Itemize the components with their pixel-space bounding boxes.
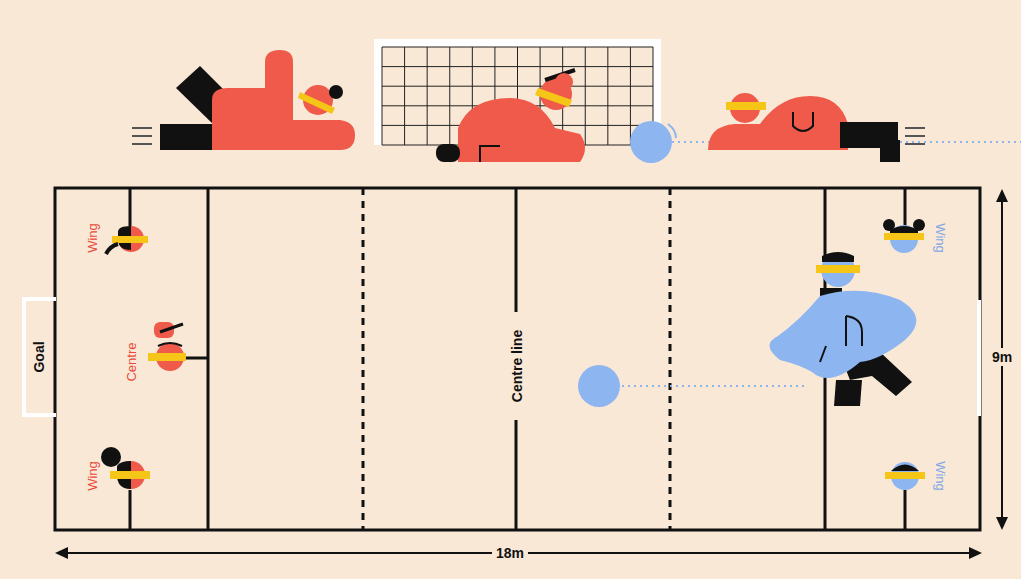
dimension-label: 18m — [492, 544, 528, 562]
goal-line-right — [977, 300, 981, 416]
court-lines — [55, 188, 980, 530]
dimension-label: 9m — [988, 348, 1016, 366]
goal-label: Goal — [31, 341, 47, 372]
player-lying-centre — [436, 70, 585, 162]
ball-court — [578, 365, 806, 407]
player-right-wing-top — [883, 219, 925, 253]
wing-label: Wing — [86, 223, 99, 253]
goal-box: Goal — [22, 297, 56, 417]
player-throwing — [769, 252, 916, 406]
dimension-arrows — [55, 189, 1008, 559]
centre-label: Centre — [125, 342, 138, 381]
wing-label: Wing — [934, 461, 947, 491]
player-diving-right — [708, 93, 925, 162]
player-left-wing-bottom — [101, 447, 150, 489]
wing-label: Wing — [934, 223, 947, 253]
player-left-wing-top — [106, 226, 148, 254]
player-right-wing-bottom — [885, 462, 925, 490]
player-diving-left — [132, 50, 355, 150]
wing-label: Wing — [86, 461, 99, 491]
centre-line-label: Centre line — [510, 330, 524, 402]
player-left-centre — [148, 322, 186, 371]
